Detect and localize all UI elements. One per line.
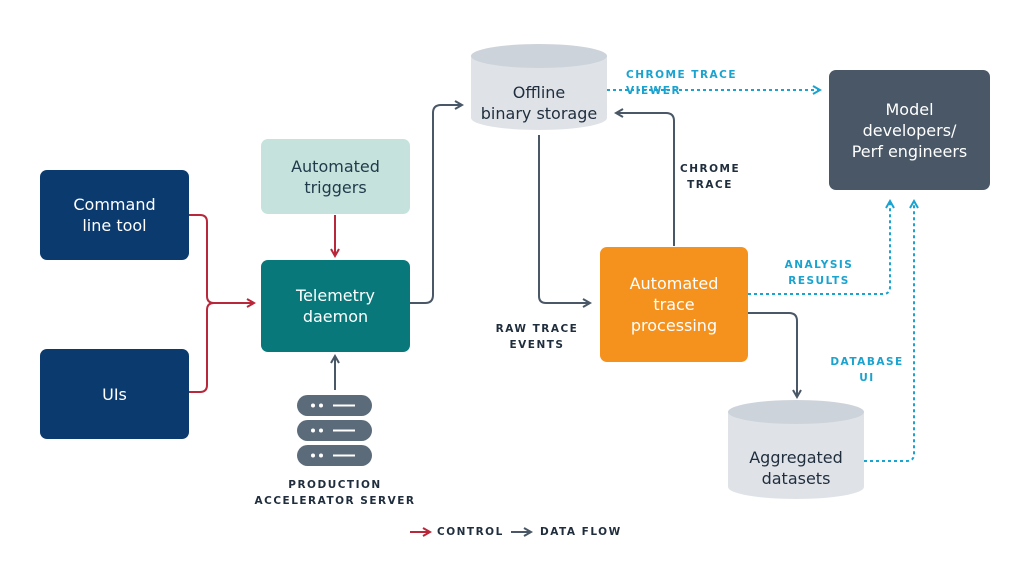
dataflow-arrow-storage-to-processing bbox=[538, 135, 590, 303]
viewer-arrow-database-ui bbox=[864, 201, 914, 462]
viewer-arrow-analysis-results bbox=[748, 201, 890, 295]
telemetry-daemon-node: Telemetry daemon bbox=[261, 260, 410, 352]
model-developers-label: Model developers/ Perf engineers bbox=[851, 99, 968, 161]
command-line-tool-label: Command line tool bbox=[73, 195, 156, 235]
legend-control-label: CONTROL bbox=[437, 526, 504, 538]
command-line-tool-node: Command line tool bbox=[40, 170, 189, 260]
analysis-results-label: ANALYSIS RESULTS bbox=[784, 259, 854, 287]
legend-dataflow-label: DATA FLOW bbox=[540, 526, 622, 538]
dataflow-arrow-daemon-to-storage bbox=[410, 105, 462, 304]
uis-node: UIs bbox=[40, 349, 189, 439]
raw-trace-events-label: RAW TRACE EVENTS bbox=[495, 323, 579, 351]
automated-trace-processing-node: Automated trace processing bbox=[600, 247, 748, 362]
aggregated-datasets-label: Aggregated datasets bbox=[749, 448, 843, 488]
uis-label: UIs bbox=[102, 384, 127, 404]
offline-storage-label: Offline binary storage bbox=[480, 83, 598, 123]
server-icon bbox=[297, 395, 372, 466]
automated-triggers-label: Automated triggers bbox=[291, 156, 380, 197]
chrome-trace-label: CHROME TRACE bbox=[680, 163, 741, 191]
telemetry-daemon-label: Telemetry daemon bbox=[296, 286, 375, 326]
production-server-label: PRODUCTION ACCELERATOR SERVER bbox=[254, 479, 416, 507]
model-developers-node: Model developers/ Perf engineers bbox=[829, 70, 990, 190]
chrome-trace-viewer-label: CHROME TRACE VIEWER bbox=[626, 69, 738, 97]
dataflow-arrow-processing-to-storage bbox=[616, 113, 675, 246]
automated-trace-processing-label: Automated trace processing bbox=[629, 274, 719, 335]
dataflow-arrow-processing-to-datasets bbox=[748, 312, 797, 397]
control-arrow-cli bbox=[189, 214, 254, 303]
automated-triggers-node: Automated triggers bbox=[261, 139, 410, 214]
offline-storage-cylinder bbox=[471, 44, 607, 130]
control-arrow-uis bbox=[189, 302, 215, 393]
database-ui-label: DATABASE UI bbox=[830, 356, 904, 384]
aggregated-datasets-cylinder bbox=[728, 400, 864, 499]
